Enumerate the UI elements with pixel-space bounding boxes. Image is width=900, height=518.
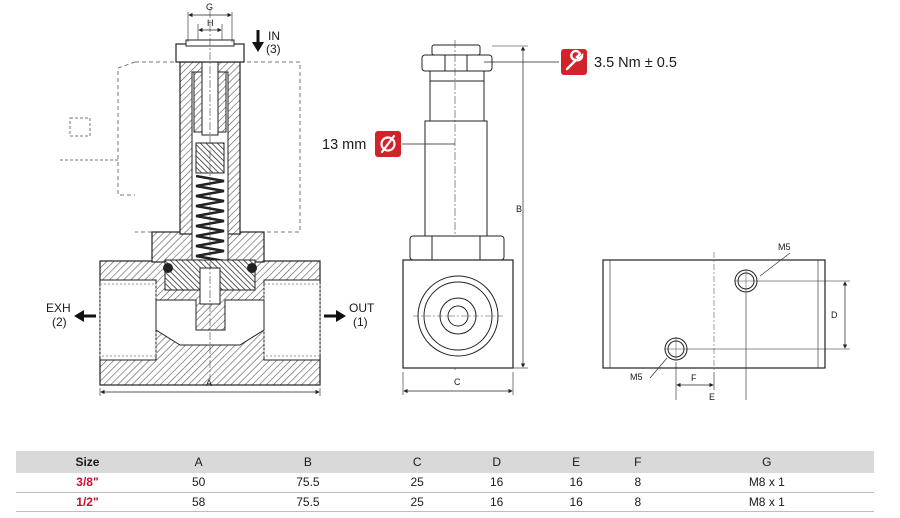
plunger-spring <box>195 174 225 268</box>
table-cell: 1/2" <box>76 494 99 509</box>
m5-top-label: M5 <box>778 242 791 252</box>
in-port-arrow-icon <box>252 30 264 52</box>
dim-b-label: B <box>516 204 522 214</box>
table-row: 1/2" 58 75.5 25 16 16 8 M8 x 1 <box>16 492 874 511</box>
exh-port-label: EXH <box>46 301 71 315</box>
torque-label: 3.5 Nm ± 0.5 <box>594 55 677 71</box>
dim-h-label: H <box>207 18 214 28</box>
table-header-e: E <box>572 455 581 469</box>
section-view: G H A IN (3) EXH (2) OUT (1) <box>46 2 375 396</box>
exh-port-number: (2) <box>52 315 67 329</box>
out-port-label: OUT <box>349 301 375 315</box>
table-cell: 58 <box>191 494 206 509</box>
table-header-size: Size <box>75 455 100 469</box>
table-cell: M8 x 1 <box>748 494 785 509</box>
diameter-icon <box>375 131 401 157</box>
dim-f-label: F <box>691 373 697 383</box>
table-header-b: B <box>303 455 312 469</box>
table-cell: 16 <box>569 494 583 509</box>
coil-outline <box>117 61 301 233</box>
dim-a-label: A <box>206 378 212 388</box>
table-header-g: G <box>762 455 772 469</box>
table-cell: 75.5 <box>296 475 320 490</box>
table-cell: 75.5 <box>296 494 320 509</box>
exh-port-arrow-icon <box>74 310 96 322</box>
diameter-label: 13 mm <box>322 137 366 153</box>
out-port-arrow-icon <box>324 310 346 322</box>
table-cell: 50 <box>191 475 206 490</box>
table-header-row: Size A B C D E F G <box>16 451 874 473</box>
table-header-a: A <box>194 455 203 469</box>
dim-d-label: D <box>831 310 838 320</box>
table-cell: 25 <box>410 494 424 509</box>
valve-technical-drawing: G H A IN (3) EXH (2) OUT (1) <box>46 2 850 402</box>
table-cell: 16 <box>490 494 504 509</box>
bottom-view: M5 M5 D F E <box>602 242 850 402</box>
out-port-number: (1) <box>353 315 368 329</box>
front-view: B C 3.5 Nm ± 0.5 13 mm <box>322 40 677 395</box>
table-cell: M8 x 1 <box>748 475 785 490</box>
table-cell: 8 <box>634 494 642 509</box>
m5-bottom-label: M5 <box>630 372 643 382</box>
wrench-icon <box>561 49 587 75</box>
dim-g-label: G <box>206 2 213 12</box>
exh-port-cavity <box>99 279 157 361</box>
dimensions-table: Size A B C D E F G 3/8" 50 75.5 25 16 16 8 M8 x 1 1/2" 5… <box>16 451 874 512</box>
armature-tube-front <box>424 120 488 237</box>
table-header-c: C <box>412 455 422 469</box>
table-row: 3/8" 50 75.5 25 16 16 8 M8 x 1 <box>16 473 874 492</box>
table-cell: 16 <box>490 475 504 490</box>
table-header-f: F <box>634 455 642 469</box>
table-cell: 16 <box>569 475 583 490</box>
dim-c-label: C <box>454 377 461 387</box>
table-cell: 25 <box>410 475 424 490</box>
table-cell: 8 <box>634 475 642 490</box>
in-port-label: IN <box>268 29 280 43</box>
dim-e-label: E <box>709 392 715 402</box>
out-port-cavity <box>263 279 321 361</box>
table-header-d: D <box>492 455 502 469</box>
in-port-number: (3) <box>266 42 281 56</box>
table-cell: 3/8" <box>76 475 99 490</box>
